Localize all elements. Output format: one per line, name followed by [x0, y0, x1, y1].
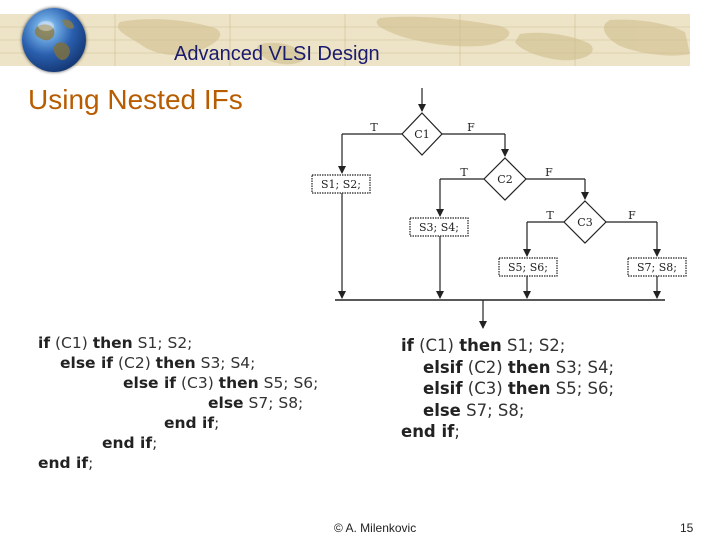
code-text: ; — [454, 422, 460, 441]
nested-if-code: if (C1) then S1; S2; else if (C2) then S3… — [38, 334, 358, 484]
flowchart: C1 C2 C3 S1; S2; S3; S4; S5; S6; S7; S8;… — [300, 78, 700, 336]
c3-false-tag: F — [628, 209, 636, 222]
code-line: if (C1) then S1; S2; — [38, 334, 192, 352]
code-text: (C1) — [50, 334, 93, 352]
page-number: 15 — [680, 521, 693, 535]
code-text: S7; S8; — [244, 394, 304, 412]
code-text: S5; S6; — [259, 374, 319, 392]
code-text: S1; S2; — [133, 334, 193, 352]
code-line: else S7; S8; — [423, 401, 524, 420]
code-keyword: then — [508, 379, 551, 398]
code-keyword: elsif — [423, 358, 463, 377]
code-keyword: else — [208, 394, 244, 412]
code-keyword: if — [401, 336, 414, 355]
code-line: else if (C3) then S5; S6; — [123, 374, 318, 392]
header-banner: Advanced VLSI Design — [0, 14, 690, 66]
code-keyword: then — [508, 358, 551, 377]
code-text: (C1) — [414, 336, 459, 355]
code-text: ; — [214, 414, 219, 432]
code-text: (C3) — [176, 374, 219, 392]
code-text: S7; S8; — [461, 401, 525, 420]
c3-label: C3 — [577, 216, 592, 229]
c2-false-tag: F — [545, 166, 553, 179]
c2-label: C2 — [497, 173, 512, 186]
code-keyword: else if — [123, 374, 176, 392]
c1-false-tag: F — [467, 121, 475, 134]
code-keyword: then — [219, 374, 259, 392]
code-line: else if (C2) then S3; S4; — [60, 354, 255, 372]
code-keyword: end if — [38, 454, 88, 472]
code-text: S3; S4; — [550, 358, 614, 377]
code-line: if (C1) then S1; S2; — [401, 336, 565, 355]
c3-true-tag: T — [546, 209, 554, 222]
code-keyword: elsif — [423, 379, 463, 398]
s3-label: S3; S4; — [419, 221, 459, 234]
code-keyword: if — [38, 334, 50, 352]
code-text: S5; S6; — [550, 379, 614, 398]
code-keyword: then — [459, 336, 502, 355]
code-keyword: end if — [102, 434, 152, 452]
code-line: elsif (C2) then S3; S4; — [423, 358, 614, 377]
code-text: (C3) — [463, 379, 508, 398]
code-line: elsif (C3) then S5; S6; — [423, 379, 614, 398]
code-text: (C2) — [463, 358, 508, 377]
globe-icon — [22, 8, 86, 72]
course-title: Advanced VLSI Design — [174, 43, 380, 66]
elsif-code: if (C1) then S1; S2; elsif (C2) then S3; … — [401, 336, 701, 456]
slide-title: Using Nested IFs — [28, 84, 243, 116]
s1-label: S1; S2; — [321, 178, 361, 191]
code-keyword: else — [423, 401, 461, 420]
code-line: else S7; S8; — [208, 394, 303, 412]
code-line: end if; — [102, 434, 157, 452]
code-keyword: end if — [401, 422, 454, 441]
c2-true-tag: T — [460, 166, 468, 179]
code-keyword: then — [93, 334, 133, 352]
code-line: end if; — [401, 422, 460, 441]
code-keyword: else if — [60, 354, 113, 372]
s5-label: S5; S6; — [508, 261, 548, 274]
code-text: S1; S2; — [502, 336, 566, 355]
s7-label: S7; S8; — [637, 261, 677, 274]
code-keyword: end if — [164, 414, 214, 432]
code-text: S3; S4; — [196, 354, 256, 372]
code-keyword: then — [156, 354, 196, 372]
c1-true-tag: T — [370, 121, 378, 134]
code-text: (C2) — [113, 354, 156, 372]
code-line: end if; — [38, 454, 93, 472]
c1-label: C1 — [414, 128, 429, 141]
code-line: end if; — [164, 414, 219, 432]
copyright-text: © A. Milenkovic — [334, 521, 416, 535]
code-text: ; — [152, 434, 157, 452]
code-text: ; — [88, 454, 93, 472]
